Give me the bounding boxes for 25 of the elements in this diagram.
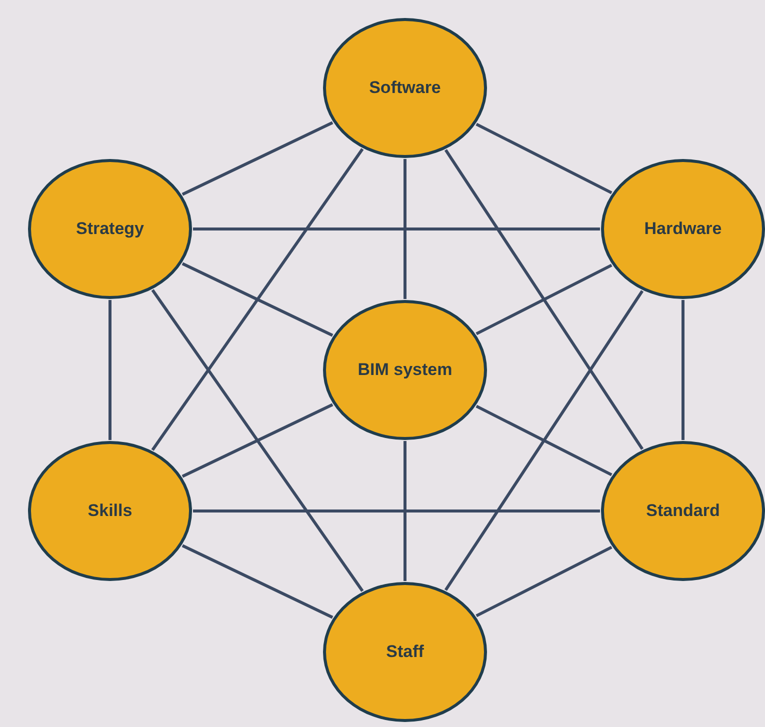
connector-line [151,289,364,592]
connector-line [476,264,612,336]
ellipse-node: Skills [28,441,192,581]
connector-line [182,121,334,196]
connector-line [682,300,684,440]
connector-line [182,403,334,478]
ellipse-node: Hardware [601,159,765,299]
connector-line [182,262,334,337]
connector-line [404,159,406,299]
connector-line [476,404,612,476]
connector-line [476,122,612,194]
connector-line [444,290,644,591]
connector-line [151,148,364,451]
ellipse-node: BIM system [323,300,487,440]
connector-line [444,149,644,450]
connector-line [108,300,112,440]
connector-line [476,546,612,618]
ellipse-node: Software [323,18,487,158]
ellipse-node: Staff [323,582,487,722]
ellipse-node: Strategy [28,159,192,299]
connector-line [404,441,406,581]
ellipse-node: Standard [601,441,765,581]
connector-line [193,510,600,512]
connector-line [182,544,334,619]
connector-line [193,228,600,230]
